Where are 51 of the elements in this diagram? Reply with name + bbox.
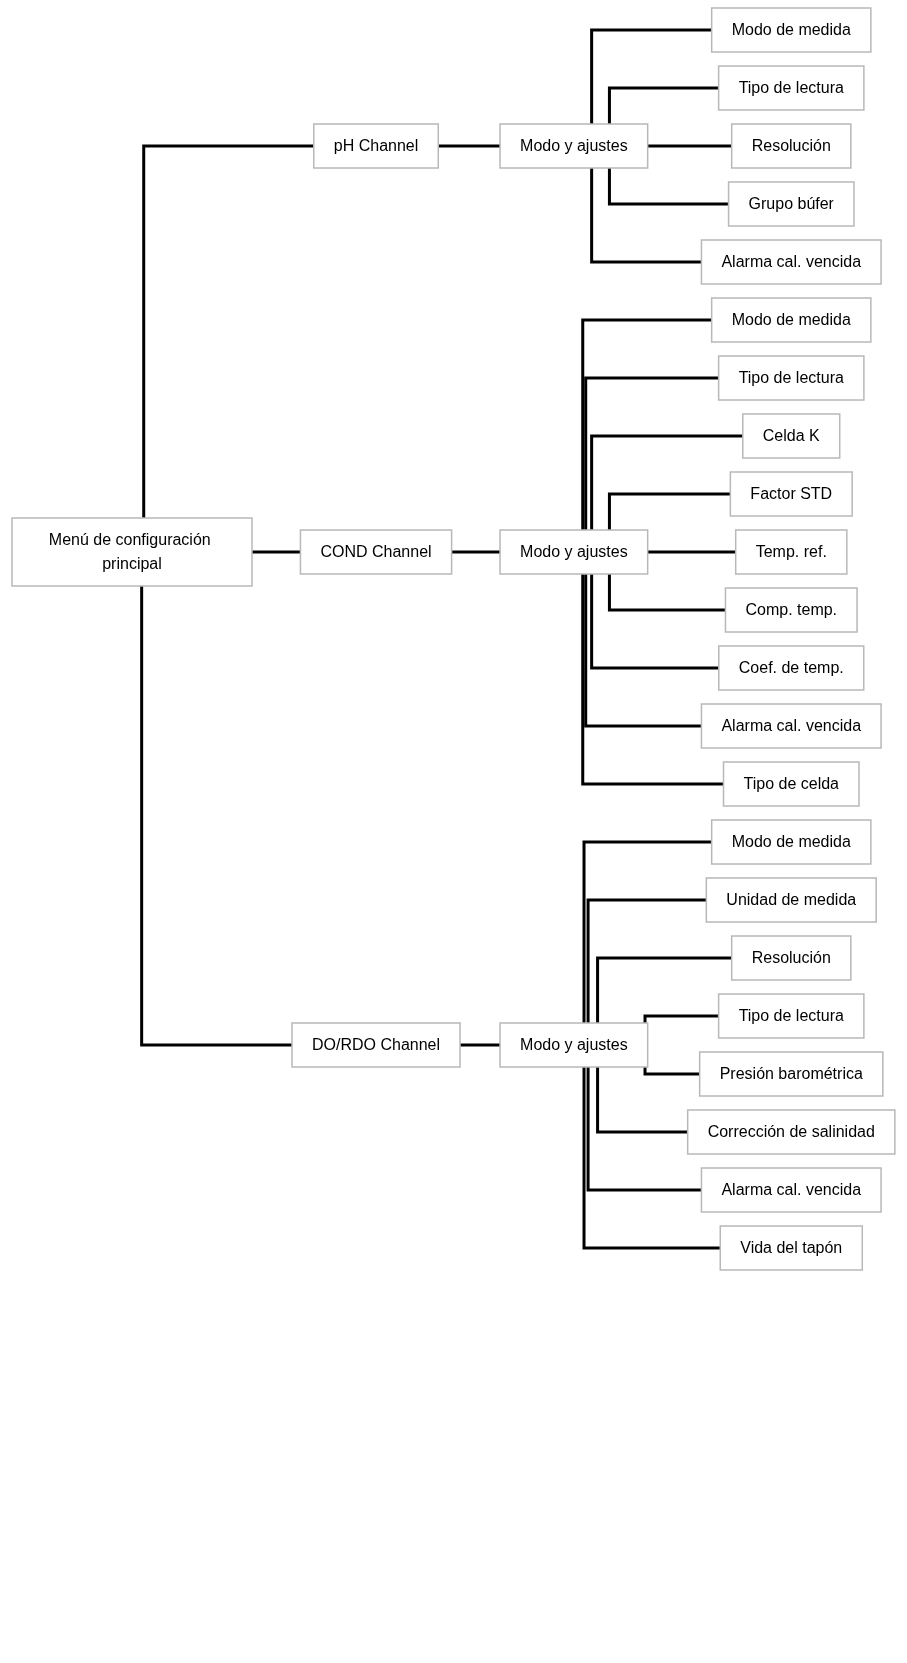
node-box: Menú de configuración principal: [11, 517, 253, 587]
node-box: COND Channel: [299, 529, 453, 575]
connector: [590, 168, 702, 264]
node-box: Presión barométrica: [699, 1051, 884, 1097]
connector: [590, 574, 719, 670]
node-box: Factor STD: [729, 471, 853, 517]
node-box: Vida del tapón: [719, 1225, 864, 1271]
connector: [581, 318, 712, 530]
node-box: Corrección de salinidad: [686, 1109, 896, 1155]
node-box: Comp. temp.: [724, 587, 858, 633]
connector: [608, 574, 726, 612]
connector: [596, 956, 732, 1023]
node-box: Resolución: [731, 935, 852, 981]
connector: [142, 144, 314, 518]
node-box: Coef. de temp.: [718, 645, 865, 691]
connector: [584, 574, 702, 728]
node-box: Alarma cal. vencida: [700, 1167, 882, 1213]
connector: [590, 434, 743, 530]
node-box: Tipo de lectura: [717, 65, 865, 111]
node-box: Temp. ref.: [735, 529, 848, 575]
node-box: Tipo de celda: [722, 761, 860, 807]
node-box: pH Channel: [313, 123, 440, 169]
node-box: Tipo de lectura: [717, 355, 865, 401]
connector: [584, 376, 719, 530]
node-box: Modo de medida: [711, 819, 872, 865]
connector: [608, 86, 719, 124]
connector: [643, 1067, 700, 1076]
node-box: Resolución: [731, 123, 852, 169]
node-box: Modo y ajustes: [499, 1022, 649, 1068]
node-box: Alarma cal. vencida: [700, 239, 882, 285]
node-box: Modo y ajustes: [499, 529, 649, 575]
node-box: Tipo de lectura: [717, 993, 865, 1039]
connector: [643, 1014, 719, 1023]
node-box: Modo y ajustes: [499, 123, 649, 169]
node-box: Grupo búfer: [727, 181, 855, 227]
connector: [582, 1067, 721, 1250]
node-box: Alarma cal. vencida: [700, 703, 882, 749]
connector: [586, 898, 707, 1023]
connector: [581, 574, 724, 786]
connector: [596, 1067, 688, 1134]
connector: [582, 840, 712, 1023]
connector: [590, 28, 712, 124]
connector: [140, 586, 293, 1047]
node-box: Modo de medida: [711, 297, 872, 343]
connector: [608, 492, 731, 530]
connector: [608, 168, 729, 206]
connector: [586, 1067, 702, 1192]
node-box: DO/RDO Channel: [291, 1022, 461, 1068]
node-box: Celda K: [742, 413, 841, 459]
node-box: Modo de medida: [711, 7, 872, 53]
node-box: Unidad de medida: [705, 877, 877, 923]
